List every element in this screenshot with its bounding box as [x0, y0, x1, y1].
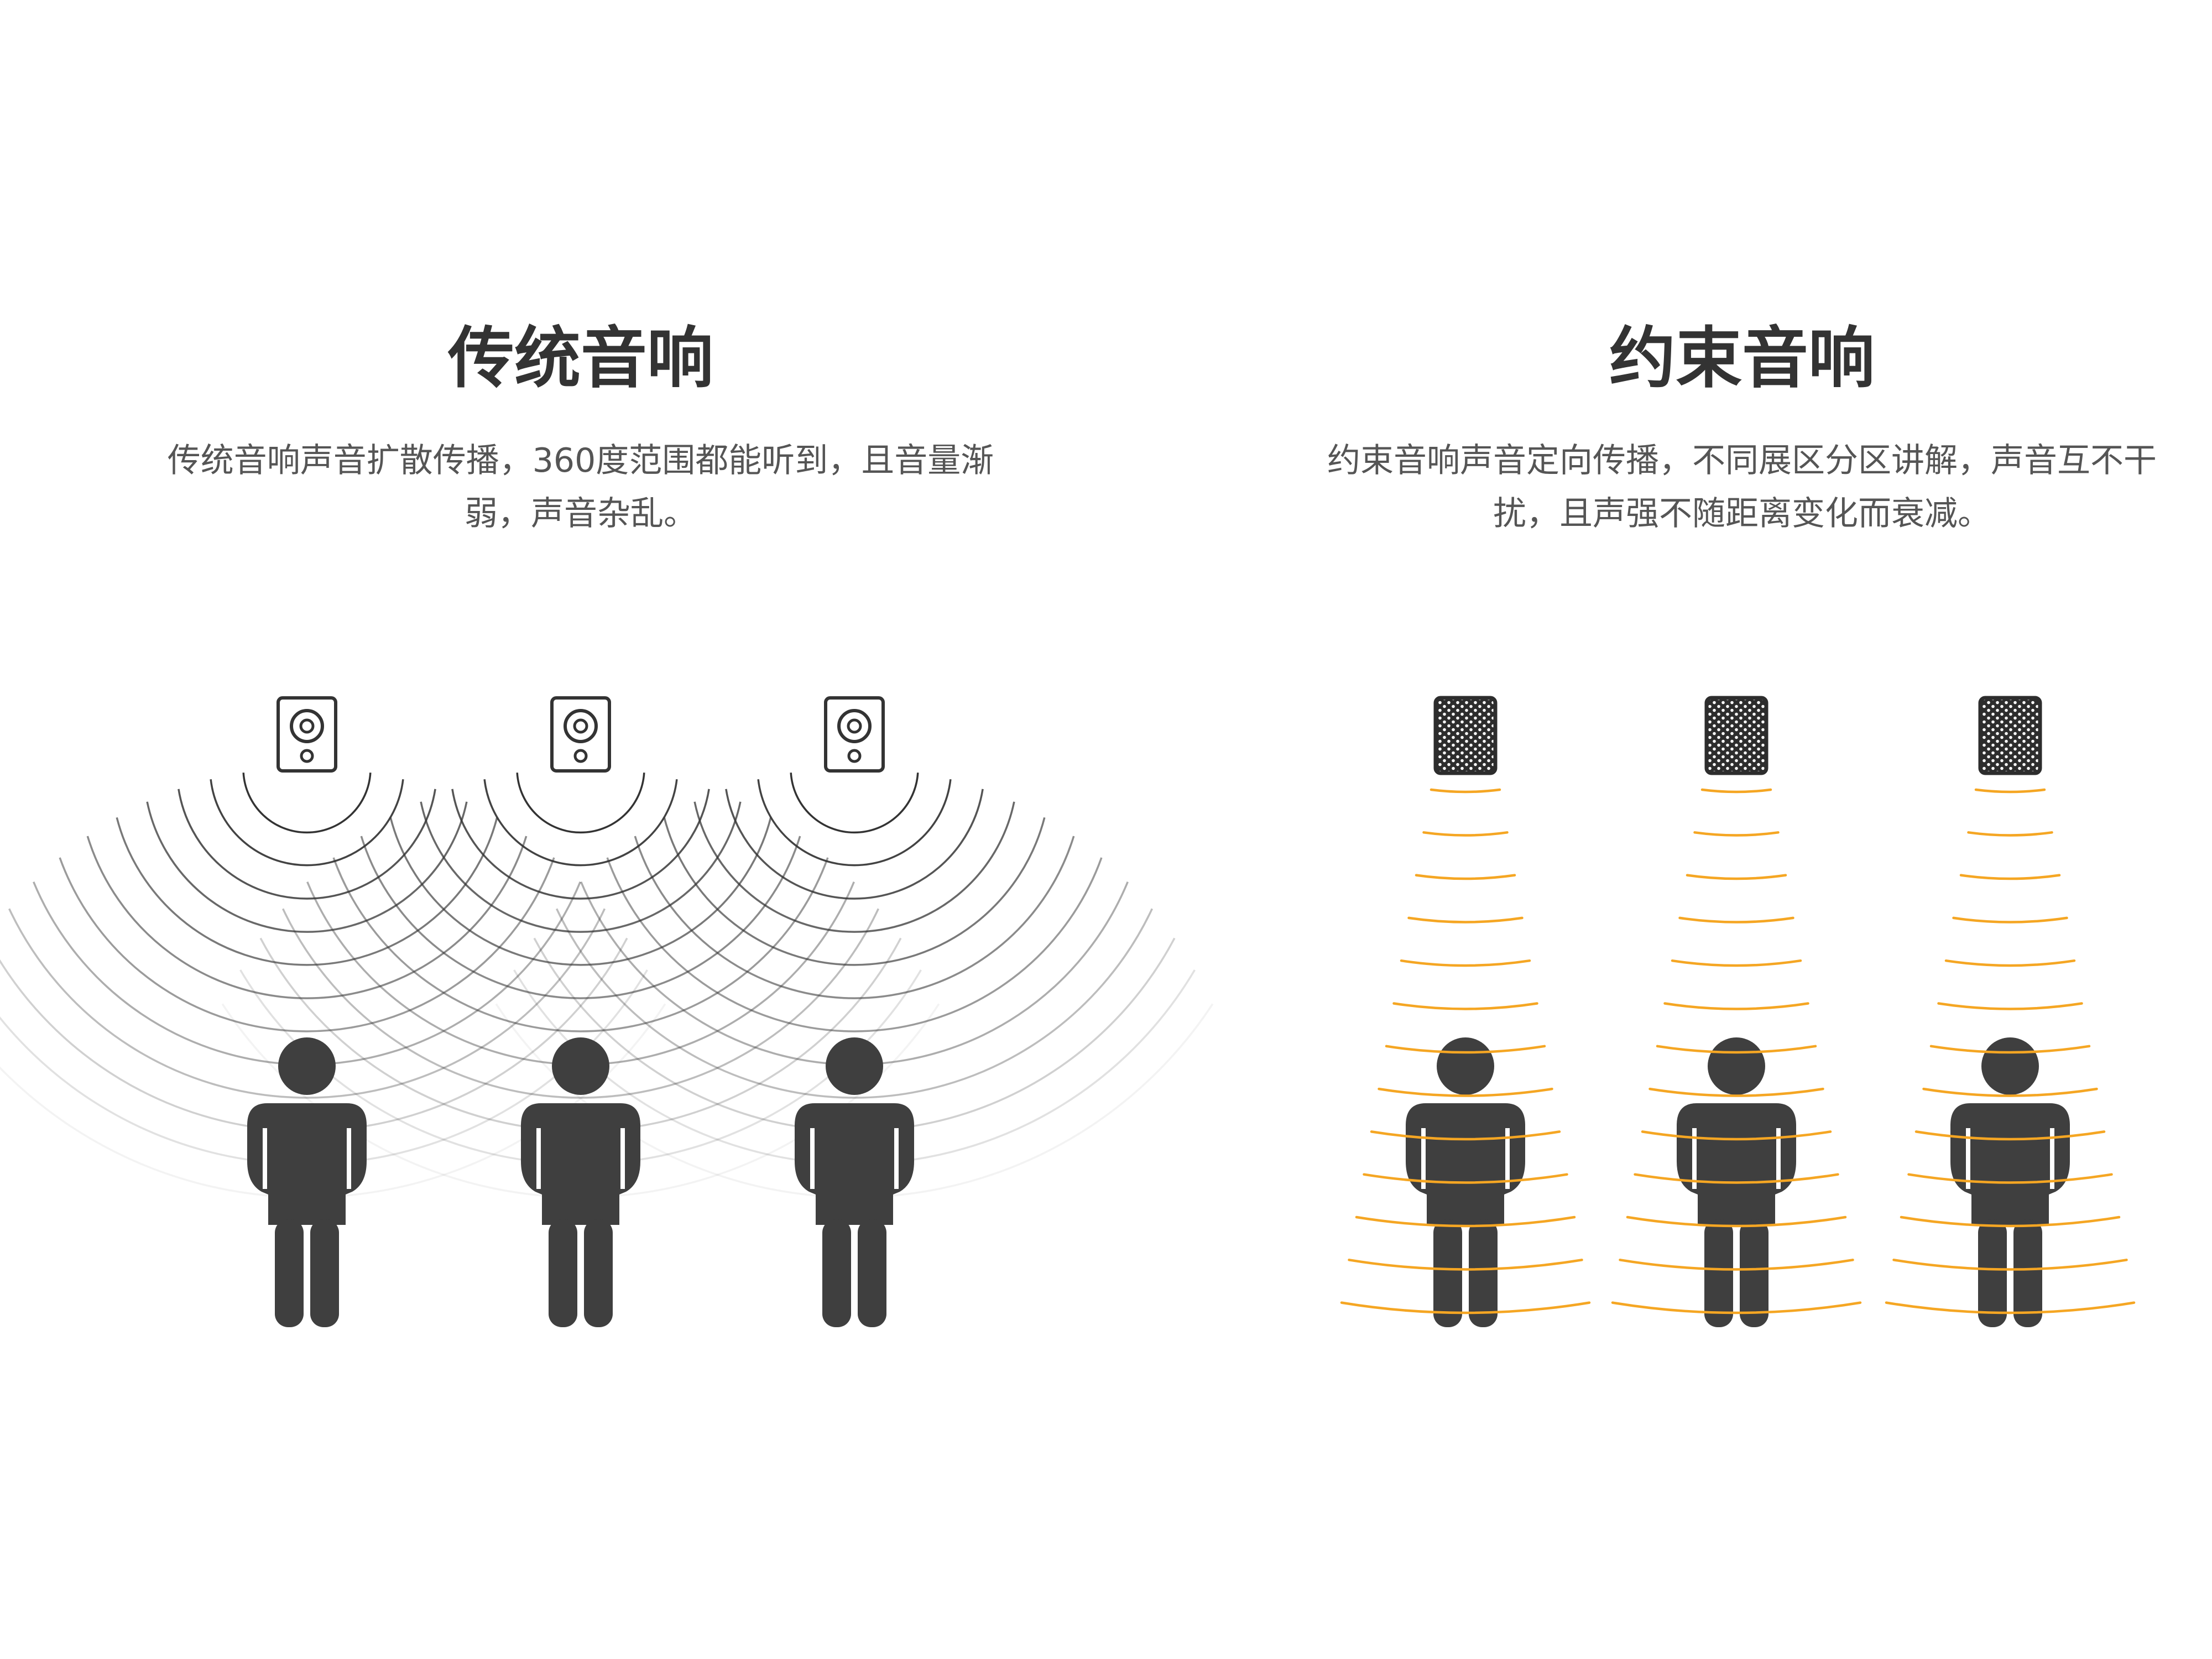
sound-beam-line [1892, 1259, 2128, 1271]
sound-wave-arc [516, 773, 645, 834]
directional-speaker-icon [1433, 696, 1498, 775]
person-icon [795, 1037, 914, 1327]
sound-beam-line [1355, 1215, 1576, 1228]
constrained-speaker-description: 约束音响声音定向传播，不同展区分区讲解，声音互不干扰，且声强不随距离变化而衰减。 [1327, 441, 2157, 533]
sound-wave-arc [178, 789, 436, 900]
sound-beam-line [1929, 1045, 2091, 1054]
sound-beam-line [1370, 1130, 1561, 1141]
sound-wave-arc [59, 857, 555, 1032]
sound-beam-line [1937, 1002, 2083, 1010]
sound-beam-line [1952, 916, 2068, 924]
directional-sound-beams [1392, 788, 2083, 1010]
speaker-icon [550, 696, 611, 773]
sound-beam-line [1648, 1087, 1824, 1097]
sound-wave-arc [757, 779, 952, 867]
sound-beam-line [1922, 1087, 2098, 1097]
sound-wave-arc [332, 857, 829, 1032]
sound-beam-line [1671, 959, 1802, 967]
speaker-icon [824, 696, 885, 773]
sound-beam-line [1663, 1002, 1809, 1010]
sound-beam-line [1634, 1173, 1839, 1184]
sound-beam-line [1430, 788, 1501, 794]
sound-beam-line [1611, 1301, 1862, 1314]
sound-beam-line [1348, 1259, 1583, 1271]
person-icon [1406, 1037, 1525, 1327]
sound-beam-line [1626, 1215, 1847, 1228]
sound-beam-line [1363, 1173, 1568, 1184]
sound-beam-line [1422, 831, 1509, 837]
sound-beam-line [1900, 1215, 2121, 1228]
sound-beam-line [1686, 874, 1787, 880]
sound-beam-line [1907, 1173, 2113, 1184]
sound-wave-arc [483, 779, 678, 867]
listeners [247, 1037, 2070, 1327]
sound-beam-line [1619, 1259, 1854, 1271]
sound-wave-arc [693, 801, 1015, 933]
sound-beam-line [1974, 788, 2046, 794]
sound-wave-arc [282, 908, 879, 1099]
sound-beam-line [1415, 874, 1516, 880]
person-icon [1677, 1037, 1796, 1327]
sound-wave-arc [146, 801, 468, 933]
sound-wave-arc [420, 801, 742, 933]
sound-beam-line [1700, 788, 1772, 794]
sound-beam-line [1967, 831, 2053, 837]
sound-beam-line [1914, 1130, 2106, 1141]
sound-wave-arc [634, 836, 1075, 999]
sound-wave-arc [725, 789, 984, 900]
directional-speaker-icon [1704, 696, 1768, 775]
directional-speaker-icon [1978, 696, 2042, 775]
person-icon [521, 1037, 640, 1327]
sound-wave-arc [606, 857, 1103, 1032]
sound-beam-line [1340, 1301, 1591, 1314]
sound-wave-arc [556, 908, 1153, 1099]
sound-beam-line [1678, 916, 1794, 924]
sound-wave-arc [242, 773, 372, 834]
sound-beam-line [1385, 1045, 1546, 1054]
sound-wave-arc [790, 773, 919, 834]
sound-beam-line [1656, 1045, 1817, 1054]
sound-wave-arc [86, 836, 528, 999]
sound-wave-arc [389, 817, 772, 966]
sound-wave-arc [210, 779, 404, 867]
sound-wave-arc [360, 836, 801, 999]
sound-wave-arc [663, 817, 1046, 966]
traditional-speaker-description: 传统音响声音扩散传播，360度范围都能听到，且音量渐弱，声音杂乱。 [167, 441, 994, 533]
sound-beam-line [1392, 1002, 1538, 1010]
sound-beam-line [1378, 1087, 1553, 1097]
sound-beam-line [1641, 1130, 1832, 1141]
sound-beam-line [1400, 959, 1531, 967]
sound-beam-line [1407, 916, 1524, 924]
sound-wave-arc [451, 789, 710, 900]
sound-wave-arc [116, 817, 498, 966]
constrained-speaker-title: 约束音响 [1609, 320, 1875, 397]
person-icon [247, 1037, 367, 1327]
traditional-speakers [276, 696, 885, 773]
sound-beam-line [1944, 959, 2076, 967]
sound-beam-line [1693, 831, 1780, 837]
directional-sound-beams-front [1340, 1045, 2136, 1314]
sound-wave-arc [8, 908, 606, 1099]
speaker-icon [276, 696, 337, 773]
sound-wave-arc [259, 937, 902, 1132]
directional-speakers [1433, 696, 2042, 775]
sound-beam-line [1959, 874, 2061, 880]
traditional-speaker-title: 传统音响 [448, 320, 713, 397]
sound-wave-arc [533, 937, 1176, 1132]
sound-beam-line [1885, 1301, 2136, 1314]
